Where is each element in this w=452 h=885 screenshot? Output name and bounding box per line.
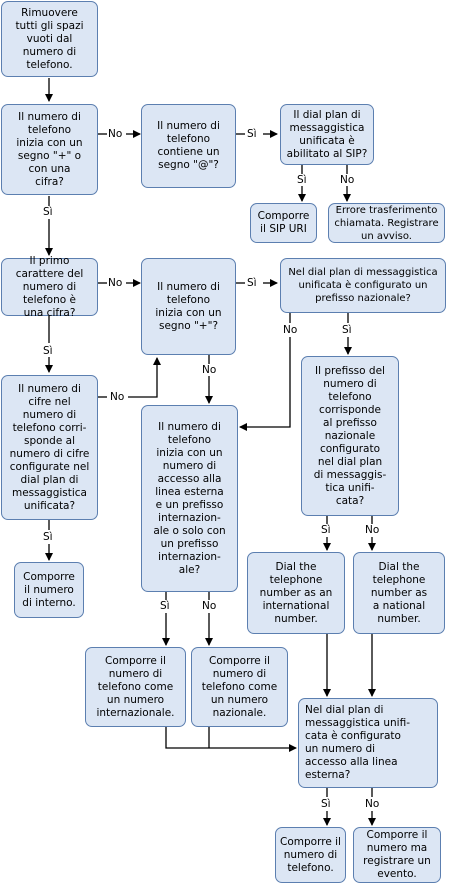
node-compose-international: Comporre il numero di telefono come un n… bbox=[85, 647, 186, 727]
node-starts-plus-or-digit: Il numero di telefono inizia con un segn… bbox=[1, 104, 98, 195]
label-si: Sì bbox=[297, 174, 307, 186]
node-transfer-error: Errore trasferimento chiamata. Registrar… bbox=[328, 203, 445, 243]
node-sip-enabled: Il dial plan di messaggistica unificata … bbox=[280, 104, 374, 165]
node-contains-at: Il numero di telefono contiene un segno … bbox=[141, 104, 236, 188]
node-compose-national: Comporre il numero di telefono come un n… bbox=[191, 647, 288, 727]
arrow-natprefix-no-b bbox=[239, 337, 291, 431]
node-dial-international: Dial the telephone number as an internat… bbox=[247, 552, 345, 634]
node-digit-count-match: Il numero di cifre nel numero di telefon… bbox=[1, 375, 98, 520]
label-no: No bbox=[365, 798, 380, 810]
label-si: Sì bbox=[342, 324, 352, 336]
label-no: No bbox=[108, 277, 123, 289]
label-si: Sì bbox=[43, 206, 53, 218]
label-si: Sì bbox=[43, 345, 53, 357]
label-si: Sì bbox=[43, 531, 53, 543]
node-starts-plus: Il numero di telefono inizia con un segn… bbox=[141, 258, 236, 355]
node-compose-number: Comporre il numero di telefono. bbox=[275, 827, 346, 883]
node-external-access-configured: Nel dial plan di messaggistica unifi- ca… bbox=[298, 698, 438, 788]
label-si: Sì bbox=[247, 277, 257, 289]
label-no: No bbox=[108, 128, 123, 140]
label-no: No bbox=[340, 174, 355, 186]
node-remove-spaces: Rimuovere tutti gli spazi vuoti dal nume… bbox=[1, 1, 98, 77]
node-prefix-matches: Il prefisso del numero di telefono corri… bbox=[301, 356, 399, 516]
label-no: No bbox=[202, 600, 217, 612]
node-compose-log-event: Comporre il numero ma registrare un even… bbox=[353, 827, 441, 883]
label-si: Sì bbox=[321, 524, 331, 536]
node-compose-sip: Comporre il SIP URI bbox=[250, 203, 317, 243]
label-no: No bbox=[202, 364, 217, 376]
node-national-prefix-configured: Nel dial plan di messaggistica unificata… bbox=[280, 258, 446, 313]
label-si: Sì bbox=[321, 798, 331, 810]
label-no: No bbox=[110, 391, 125, 403]
arrow-intl-merge bbox=[165, 727, 297, 752]
node-compose-internal: Comporre il numero di interno. bbox=[14, 562, 84, 618]
arrow-digits-no-b bbox=[128, 357, 161, 398]
node-dial-national: Dial the telephone number as a national … bbox=[353, 552, 445, 634]
node-first-char-digit: Il primo carattere del numero di telefon… bbox=[1, 255, 98, 319]
label-no: No bbox=[283, 324, 298, 336]
label-si: Sì bbox=[247, 128, 257, 140]
label-si: Sì bbox=[160, 600, 170, 612]
node-starts-access-number: Il numero di telefono inizia con un nume… bbox=[141, 405, 238, 592]
label-no: No bbox=[365, 524, 380, 536]
